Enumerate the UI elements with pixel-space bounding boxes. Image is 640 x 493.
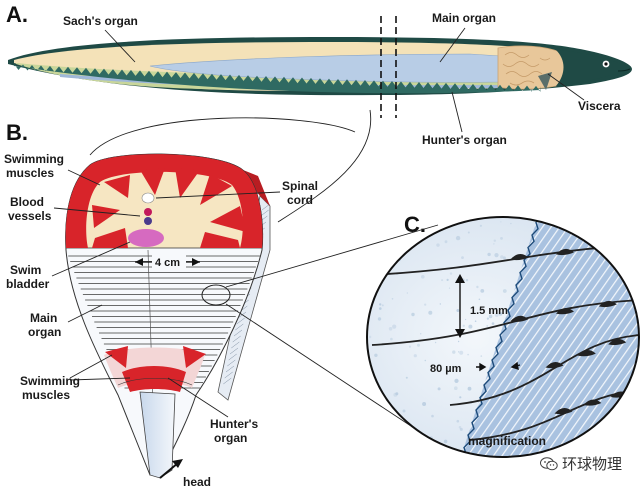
- label-sachs-organ: Sach's organ: [63, 14, 138, 28]
- label-viscera: Viscera: [578, 99, 621, 113]
- label-main-organ-top: Main organ: [432, 11, 496, 25]
- wechat-icon: [539, 457, 558, 471]
- viscera-region: [497, 45, 566, 90]
- label-1-5mm: 1.5 mm: [470, 305, 508, 317]
- head-direction-arrow: [159, 459, 183, 479]
- label-magnification: magnification: [468, 434, 546, 448]
- main-organ-region: [149, 53, 501, 83]
- pectoral-fin: [538, 72, 552, 90]
- swim-bladder-shape: [128, 229, 164, 247]
- eel-body: [8, 16, 632, 118]
- section-tail: [139, 391, 176, 479]
- blood-vessel-upper: [144, 208, 152, 216]
- muscle-wedges: [92, 168, 246, 248]
- hunters-organ-section-muscle: [122, 366, 186, 392]
- eel-head: [556, 50, 630, 86]
- magnify-line-bottom: [225, 303, 421, 433]
- magnification-circle-border: [366, 216, 640, 458]
- panel-label-a: A.: [6, 2, 28, 27]
- viscera-texture: [502, 52, 551, 86]
- magnification-circle: [366, 216, 640, 458]
- anal-fin: [14, 64, 541, 94]
- swimming-muscles-lower-left: [105, 346, 128, 368]
- blood-vessel-lower: [144, 217, 152, 225]
- watermark: 环球物理: [539, 453, 622, 474]
- label-head: head: [183, 475, 211, 488]
- spinal-cord-dot: [141, 192, 155, 204]
- panel-label-b: B.: [6, 120, 28, 145]
- electroplate-stack: [460, 217, 639, 457]
- spacing-arrow-80um: [476, 361, 521, 372]
- connector-arc-right: [277, 109, 372, 223]
- magnify-line-top: [225, 224, 439, 288]
- magnify-source-ellipse: [201, 284, 231, 306]
- label-4cm: 4 cm: [155, 257, 180, 269]
- label-hunters-organ-top: Hunter's organ: [422, 133, 507, 147]
- cross-section: [65, 153, 271, 479]
- connector-arc-left: [89, 117, 356, 156]
- width-arrow-4cm: [135, 254, 200, 268]
- swimming-muscles-upper: [65, 154, 263, 248]
- swimming-muscles-lower-right: [183, 346, 206, 368]
- watermark-text: 环球物理: [561, 455, 622, 473]
- label-80um: 80 µm: [430, 363, 462, 375]
- panel-label-c: C.: [404, 212, 426, 237]
- spacing-arrow-1-5mm: [455, 274, 465, 338]
